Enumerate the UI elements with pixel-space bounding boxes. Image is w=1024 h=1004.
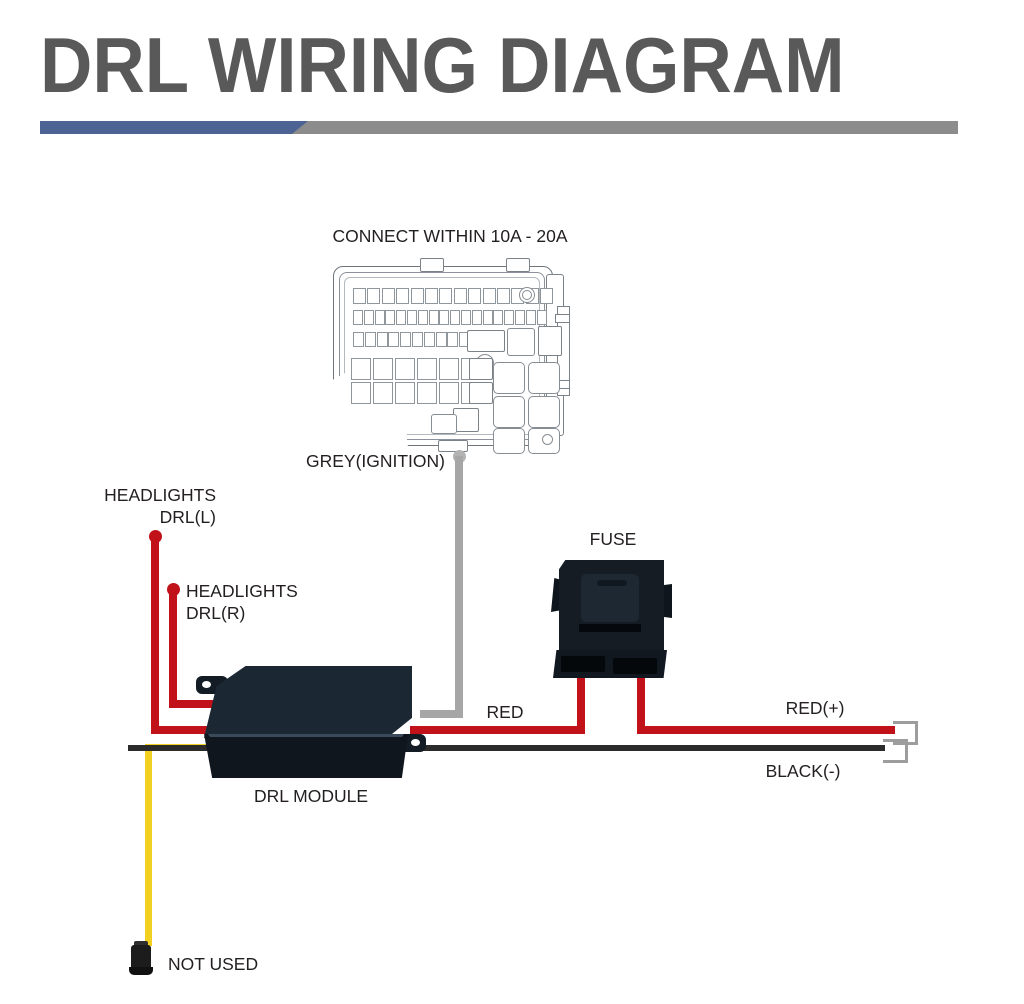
- page-title: DRL WIRING DIAGRAM: [40, 21, 845, 109]
- fusebox-top-tab-left: [420, 258, 444, 272]
- fuse-side-tab-left: [551, 578, 562, 612]
- wire-headlight-right-horizontal: [169, 700, 217, 708]
- boot-base: [129, 967, 153, 975]
- wire-red-from-fuse-right-pin: [637, 672, 645, 734]
- wire-black-ground-run: [128, 745, 885, 751]
- wire-red-positive-run: [637, 726, 895, 734]
- fusebox-slot-row-4: [351, 358, 481, 380]
- red-positive-label: RED(+): [785, 698, 845, 718]
- module-mount-hole-left: [202, 681, 211, 688]
- black-negative-label: BLACK(-): [765, 761, 841, 781]
- fusebox-small-block-a: [467, 330, 505, 352]
- not-used-label: NOT USED: [168, 954, 259, 974]
- ignition-wire-label: GREY(IGNITION): [305, 451, 445, 471]
- fusebox-blank-module: [507, 328, 535, 356]
- wire-red-module-to-fuse: [410, 726, 585, 734]
- relay-socket-2: [528, 362, 560, 394]
- relay-socket-4: [528, 396, 560, 428]
- fuse-connector-pin-right: [613, 658, 657, 674]
- fuse-side-tab-right: [661, 584, 672, 618]
- fusebox-top-tab-right: [506, 258, 530, 272]
- fusebox-slot-row-3: [353, 332, 482, 347]
- fusebox-clip-top-icon: [555, 314, 570, 323]
- headlight-left-label-line2: DRL(L): [159, 507, 216, 527]
- module-top-face: [204, 666, 412, 738]
- wire-ignition-horizontal: [420, 710, 463, 718]
- wire-headlight-left-vertical: [151, 536, 159, 732]
- fusebox-screw-boss-top-inner: [522, 290, 532, 300]
- fusebox-screw-boss-bottom: [542, 434, 553, 445]
- fusebox-inner-shell: [339, 272, 545, 440]
- relay-socket-5: [493, 428, 525, 454]
- fuse-connector-pin-left: [561, 656, 605, 672]
- fusebox-inner-shell-2: [344, 277, 540, 435]
- wire-ignition-vertical: [455, 456, 463, 718]
- relay-socket-3: [493, 396, 525, 428]
- module-mount-hole-right: [411, 739, 420, 746]
- fusebox-small-block-c: [469, 382, 493, 404]
- title-underline-rule: [40, 121, 958, 135]
- unused-connector-boot: [129, 941, 153, 977]
- headlight-right-label-line1: HEADLIGHTS: [186, 581, 298, 601]
- fuse-label: FUSE: [589, 529, 637, 549]
- fuse-cap-slot: [597, 580, 627, 586]
- red-wire-label: RED: [486, 702, 524, 722]
- wire-headlight-right-vertical: [169, 589, 177, 706]
- black-negative-fork-terminal: [883, 739, 908, 763]
- module-front-face: [204, 734, 408, 778]
- fuse-box-graphic: [333, 258, 570, 454]
- wire-red-into-fuse-left-pin: [577, 666, 585, 734]
- boot-body: [131, 945, 151, 971]
- wire-unused-vertical: [145, 744, 152, 946]
- rule-grey-segment: [290, 121, 958, 134]
- fusebox-slot-row-1: [353, 288, 554, 304]
- fusebox-relay-small-right: [538, 326, 562, 356]
- module-edge-highlight: [208, 734, 404, 737]
- fuse-lower-slot: [579, 624, 641, 632]
- drl-module-label: DRL MODULE: [253, 786, 369, 806]
- fusebox-slot-row-5: [351, 382, 481, 404]
- fusebox-small-block-b: [469, 358, 493, 380]
- fusebox-slot-row-2: [353, 310, 547, 325]
- rule-blue-segment: [40, 121, 308, 134]
- headlight-left-label-line1: HEADLIGHTS: [104, 485, 216, 505]
- headlight-right-label-line2: DRL(R): [186, 603, 246, 623]
- wire-headlight-left-horizontal: [151, 726, 217, 734]
- fusebox-amperage-note: CONNECT WITHIN 10A - 20A: [332, 226, 568, 246]
- fusebox-bottom-tab: [438, 440, 468, 452]
- fuse-holder-graphic: [551, 556, 675, 678]
- fusebox-blank-module-2: [431, 414, 457, 434]
- boot-collar: [134, 941, 148, 948]
- drl-module-graphic: [196, 666, 426, 784]
- relay-socket-1: [493, 362, 525, 394]
